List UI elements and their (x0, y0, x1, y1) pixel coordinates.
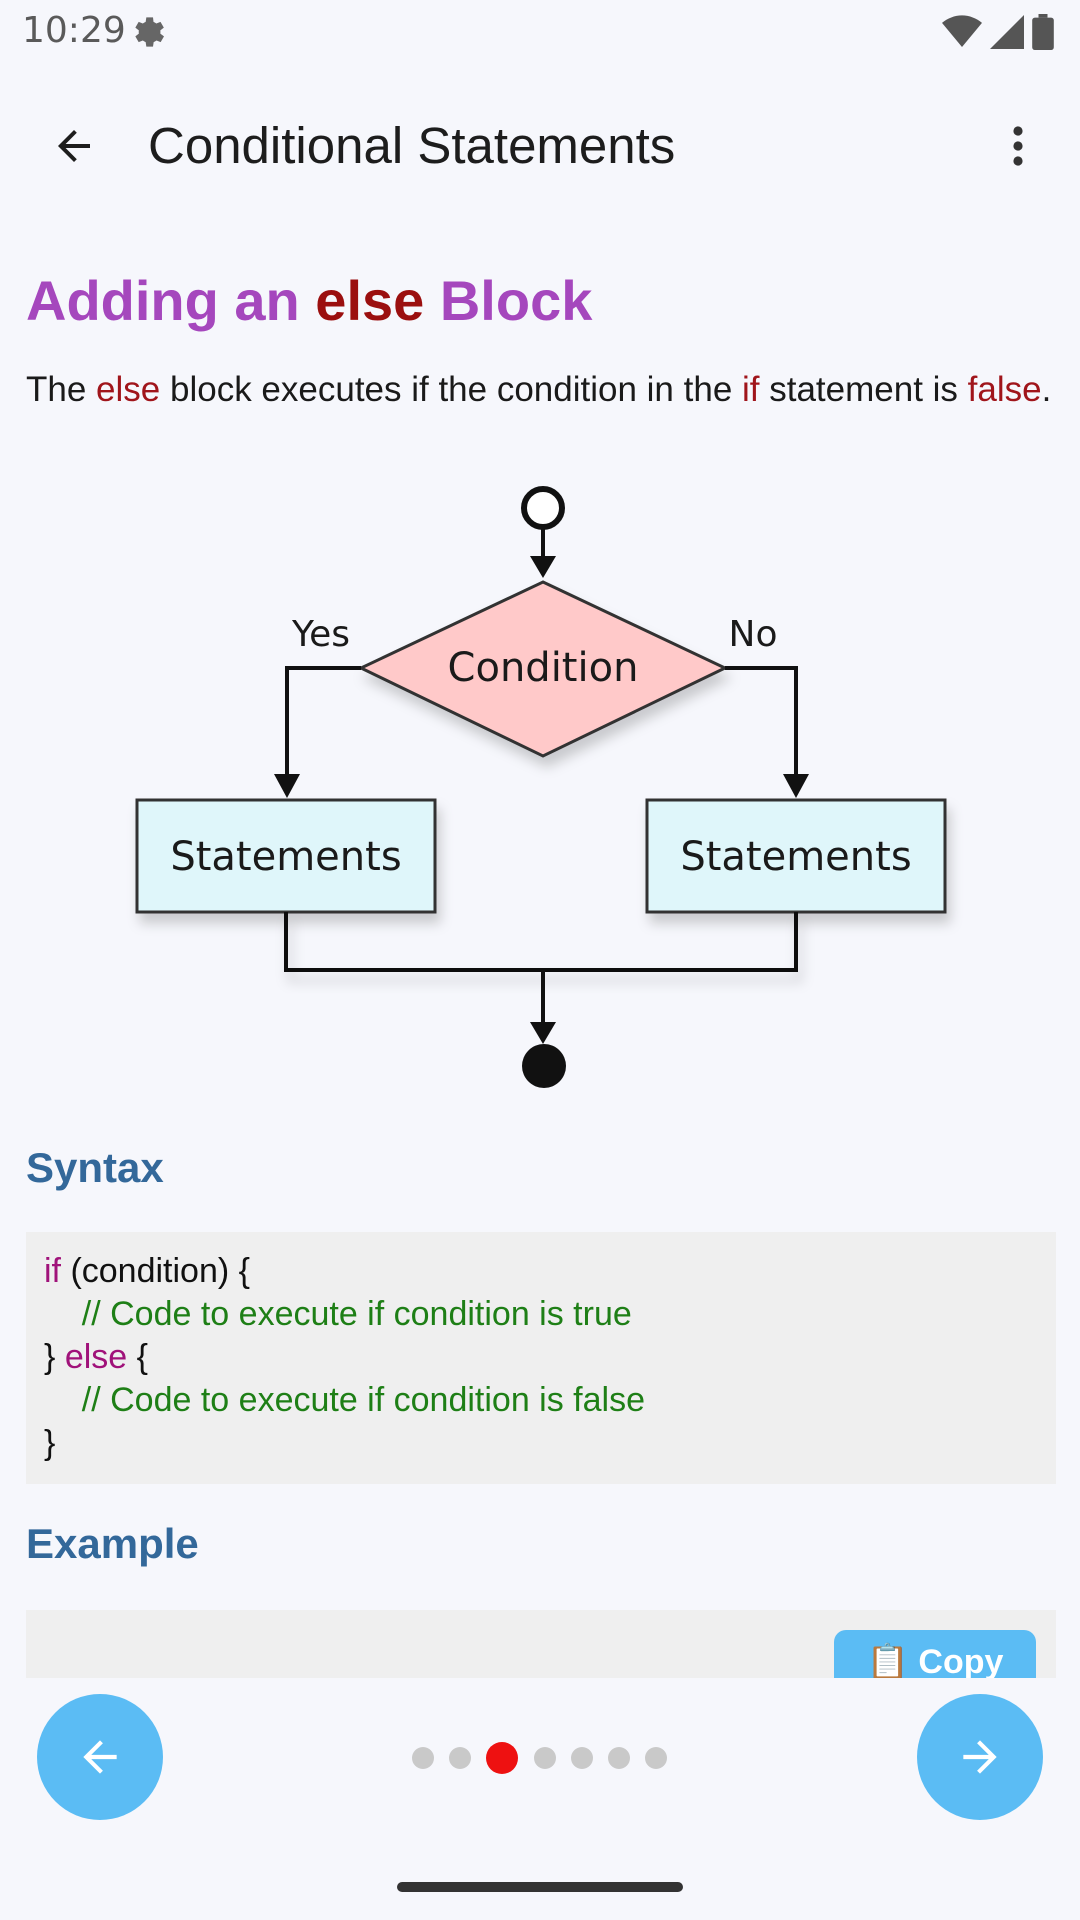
more-vertical-icon (1013, 126, 1023, 166)
statements-box-no (645, 798, 947, 914)
page-dot (412, 1747, 434, 1769)
page-dot (645, 1747, 667, 1769)
app-bar: Conditional Statements (0, 84, 1080, 208)
page-dot (449, 1747, 471, 1769)
statements-no-label: Statements (680, 834, 911, 880)
arrow-right-icon (963, 1740, 997, 1774)
code-text: { (127, 1338, 148, 1376)
connector-no (725, 666, 798, 776)
settings-gear-icon (135, 17, 164, 47)
heading-keyword: else (315, 269, 425, 332)
status-icons (942, 12, 1054, 52)
intro-text: The (26, 370, 97, 409)
arrow-head (530, 556, 556, 578)
no-label: No (729, 614, 778, 655)
intro-keyword-if: if (742, 370, 760, 409)
status-time: 10:29 (22, 10, 126, 51)
example-code-block: 📋 Copy (26, 1610, 1056, 1678)
start-node (521, 486, 565, 530)
code-text: (condition) { (61, 1252, 250, 1290)
intro-keyword-else: else (96, 370, 161, 409)
lesson-content[interactable]: Adding an else Block The else block exec… (0, 208, 1080, 1678)
intro-keyword-false: false (967, 370, 1042, 409)
intro-text: block executes if the condition in the (160, 370, 743, 409)
wifi-icon (942, 15, 982, 48)
yes-label: Yes (291, 614, 350, 655)
code-line: } (44, 1424, 56, 1462)
if-else-flowchart: Condition Yes No Statements Statements (135, 486, 947, 1088)
condition-diamond (357, 580, 729, 758)
cellular-signal-icon (990, 15, 1024, 49)
arrow-left-icon (83, 1740, 117, 1774)
condition-label: Condition (448, 645, 639, 691)
statements-yes-label: Statements (170, 834, 401, 880)
status-bar: 10:29 (0, 0, 1080, 64)
intro-text: . (1041, 370, 1052, 409)
page-dot (534, 1747, 556, 1769)
overflow-menu-button[interactable] (984, 112, 1052, 180)
page-indicator (0, 1742, 1080, 1774)
end-node (522, 1044, 566, 1088)
page-dot (608, 1747, 630, 1769)
example-heading: Example (26, 1520, 199, 1567)
arrow-head (274, 774, 300, 798)
code-line: } else { (44, 1336, 1056, 1379)
intro-text: statement is (759, 370, 968, 409)
connector-merge (284, 912, 798, 972)
next-page-button[interactable] (917, 1694, 1043, 1820)
heading-part1: Adding an (26, 269, 316, 332)
connector-yes (285, 666, 361, 776)
heading-part2: Block (424, 269, 593, 332)
battery-icon (1032, 14, 1054, 50)
copy-button[interactable]: 📋 Copy (834, 1630, 1036, 1678)
arrow-head (530, 1022, 556, 1044)
code-line: if (condition) { (44, 1250, 1056, 1293)
page-dot (571, 1747, 593, 1769)
syntax-heading: Syntax (26, 1144, 164, 1191)
page-title: Conditional Statements (148, 117, 676, 174)
code-comment: // Code to execute if condition is false (44, 1381, 645, 1419)
section-heading: Adding an else Block (26, 268, 592, 333)
code-keyword: else (64, 1338, 128, 1376)
back-button[interactable] (40, 112, 108, 180)
code-text: } (44, 1338, 65, 1376)
intro-paragraph: The else block executes if the condition… (26, 368, 1056, 412)
previous-page-button[interactable] (37, 1694, 163, 1820)
arrow-left-icon (58, 130, 90, 162)
syntax-code-block: if (condition) { // Code to execute if c… (26, 1232, 1056, 1484)
code-comment: // Code to execute if condition is true (44, 1295, 632, 1333)
arrow-head (783, 774, 809, 798)
code-keyword: if (44, 1252, 61, 1290)
page-dot-active (486, 1742, 518, 1774)
home-indicator[interactable] (397, 1882, 683, 1892)
statements-box-yes (135, 798, 437, 914)
